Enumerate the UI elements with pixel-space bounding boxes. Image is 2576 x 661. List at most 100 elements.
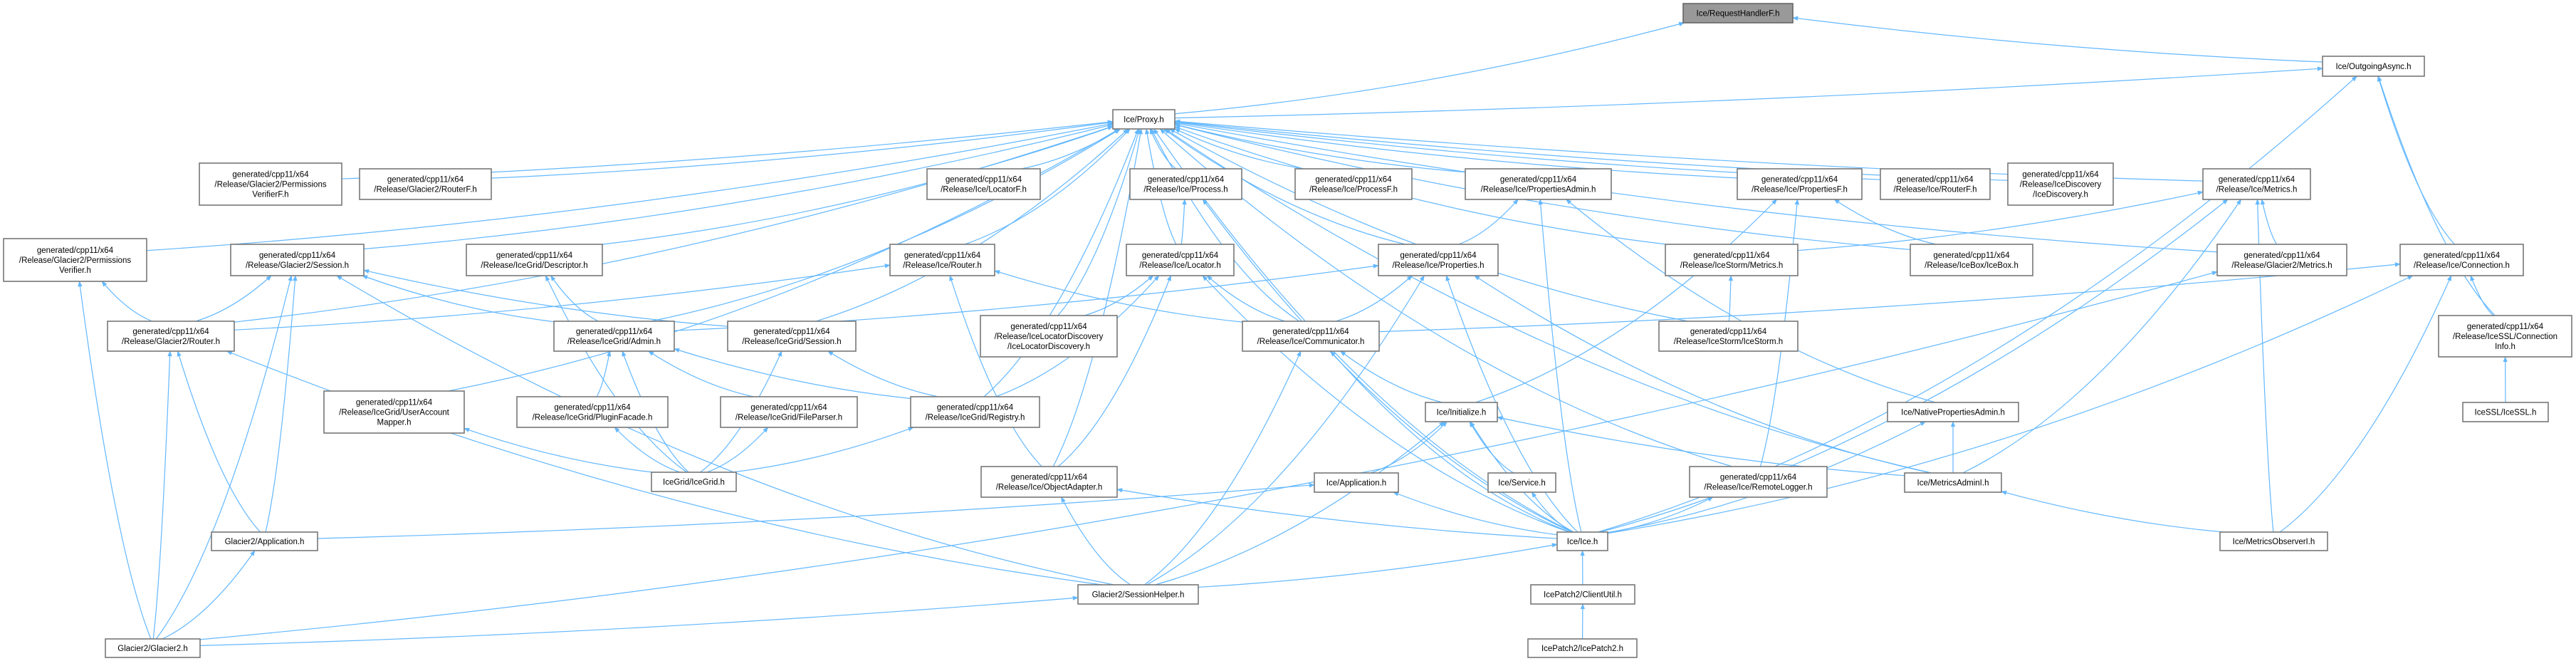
node-reqh[interactable]: Ice/RequestHandlerF.h bbox=[1682, 3, 1794, 24]
node-metricsadmin[interactable]: Ice/MetricsAdminI.h bbox=[1904, 472, 2002, 493]
node-g2router[interactable]: generated/cpp11/x64/Release/Glacier2/Rou… bbox=[107, 321, 235, 352]
node-pv[interactable]: generated/cpp11/x64/Release/Glacier2/Per… bbox=[3, 238, 147, 282]
edge-metricsadmin-to-metrics bbox=[1962, 199, 2242, 474]
edge-g2metrics-to-proxy bbox=[1174, 122, 2218, 253]
node-iceh[interactable]: Ice/Ice.h bbox=[1556, 531, 1608, 551]
node-communicator[interactable]: generated/cpp11/x64/Release/Ice/Communic… bbox=[1242, 321, 1380, 352]
node-label: /Release/IceGrid/Session.h bbox=[742, 338, 841, 346]
node-box bbox=[1737, 168, 1863, 200]
node-box bbox=[1465, 168, 1612, 200]
edge-properties-to-proxy bbox=[1163, 128, 1406, 245]
node-label: /Release/Ice/Properties.h bbox=[1392, 261, 1484, 270]
node-label: /Release/IceGrid/PluginFacade.h bbox=[533, 414, 653, 422]
node-label: /Release/Ice/ProcessF.h bbox=[1309, 186, 1398, 194]
edge-communicator-to-properties bbox=[1335, 275, 1413, 322]
node-metricsobs[interactable]: Ice/MetricsObserverI.h bbox=[2219, 531, 2328, 551]
node-g2session[interactable]: generated/cpp11/x64/Release/Glacier2/Ses… bbox=[230, 244, 365, 276]
edge-icestorm-to-proxy bbox=[1169, 128, 1688, 322]
nodes-layer: Ice/RequestHandlerF.hIce/OutgoingAsync.h… bbox=[3, 3, 2572, 658]
node-nativepa[interactable]: Ice/NativePropertiesAdmin.h bbox=[1887, 402, 2019, 422]
node-service[interactable]: Ice/Service.h bbox=[1487, 472, 1556, 493]
node-connection[interactable]: generated/cpp11/x64/Release/Ice/Connecti… bbox=[2399, 244, 2524, 276]
edge-g2app-to-g2session bbox=[265, 275, 298, 533]
node-propadmin[interactable]: generated/cpp11/x64/Release/Ice/Properti… bbox=[1465, 168, 1612, 200]
edge-g2h-to-sessionhelper bbox=[199, 595, 1079, 646]
node-box bbox=[199, 162, 342, 206]
node-fileparser[interactable]: generated/cpp11/x64/Release/IceGrid/File… bbox=[720, 396, 858, 428]
node-process[interactable]: generated/cpp11/x64/Release/Ice/Process.… bbox=[1129, 168, 1242, 200]
node-locdisc[interactable]: generated/cpp11/x64/Release/IceLocatorDi… bbox=[980, 315, 1118, 358]
node-label: /Release/Ice/Locator.h bbox=[1139, 261, 1220, 270]
node-label: generated/cpp11/x64 bbox=[1690, 328, 1767, 336]
node-icestorm[interactable]: generated/cpp11/x64/Release/IceStorm/Ice… bbox=[1658, 321, 1799, 352]
node-icediscovery[interactable]: generated/cpp11/x64/Release/IceDiscovery… bbox=[2007, 162, 2114, 206]
node-label: generated/cpp11/x64 bbox=[2467, 323, 2544, 331]
node-box bbox=[727, 321, 857, 352]
node-g2h[interactable]: Glacier2/Glacier2.h bbox=[105, 638, 201, 658]
edge-objadapter-to-proxy bbox=[1052, 128, 1143, 467]
node-icebox[interactable]: generated/cpp11/x64/Release/IceBox/IceBo… bbox=[1910, 244, 2033, 276]
node-routerf[interactable]: generated/cpp11/x64/Release/Ice/RouterF.… bbox=[1880, 168, 1991, 200]
node-remotelogger[interactable]: generated/cpp11/x64/Release/Ice/RemoteLo… bbox=[1689, 466, 1828, 498]
node-initialize[interactable]: Ice/Initialize.h bbox=[1425, 402, 1498, 422]
node-label: /Release/Ice/Communicator.h bbox=[1257, 338, 1365, 346]
edge-sessionhelper-to-g2router bbox=[226, 350, 1102, 585]
node-g2app[interactable]: Glacier2/Application.h bbox=[211, 531, 318, 551]
node-label: generated/cpp11/x64 bbox=[356, 399, 433, 407]
node-metrics[interactable]: generated/cpp11/x64/Release/Ice/Metrics.… bbox=[2202, 168, 2311, 200]
node-g2routerf[interactable]: generated/cpp11/x64/Release/Glacier2/Rou… bbox=[359, 168, 492, 200]
node-label: generated/cpp11/x64 bbox=[1142, 251, 1219, 260]
node-icessl[interactable]: IceSSL/IceSSL.h bbox=[2462, 402, 2549, 422]
node-label: /Release/IceStorm/Metrics.h bbox=[1680, 261, 1783, 270]
node-icerouter[interactable]: generated/cpp11/x64/Release/Ice/Router.h bbox=[889, 244, 995, 276]
node-label: IcePatch2/ClientUtil.h bbox=[1544, 591, 1622, 600]
node-outasync[interactable]: Ice/OutgoingAsync.h bbox=[2322, 56, 2425, 77]
node-label: /Release/Ice/RemoteLogger.h bbox=[1704, 484, 1812, 492]
node-objadapter[interactable]: generated/cpp11/x64/Release/Ice/ObjectAd… bbox=[980, 466, 1118, 498]
node-label: Ice/Ice.h bbox=[1567, 538, 1598, 546]
node-label: generated/cpp11/x64 bbox=[232, 171, 309, 179]
node-proxy[interactable]: Ice/Proxy.h bbox=[1112, 109, 1176, 130]
edge-g2h-to-g2session bbox=[155, 275, 293, 640]
edge-g2routerf-to-proxy bbox=[491, 120, 1114, 179]
node-uam[interactable]: generated/cpp11/x64/Release/IceGrid/User… bbox=[323, 390, 465, 434]
edge-metricsadmin-to-initialize bbox=[1497, 416, 1905, 477]
node-descriptor[interactable]: generated/cpp11/x64/Release/IceGrid/Desc… bbox=[466, 244, 603, 276]
edge-iceh-to-process bbox=[1202, 199, 1573, 533]
node-box bbox=[1910, 244, 2033, 276]
node-icepatch2[interactable]: IcePatch2/IcePatch2.h bbox=[1527, 638, 1638, 658]
node-label: generated/cpp11/x64 bbox=[1272, 328, 1349, 336]
node-box bbox=[230, 244, 365, 276]
edge-g2h-to-pv bbox=[78, 281, 152, 640]
node-label: generated/cpp11/x64 bbox=[904, 251, 981, 260]
node-gridsession[interactable]: generated/cpp11/x64/Release/IceGrid/Sess… bbox=[727, 321, 857, 352]
node-g2metrics[interactable]: generated/cpp11/x64/Release/Glacier2/Met… bbox=[2216, 244, 2347, 276]
node-plugin[interactable]: generated/cpp11/x64/Release/IceGrid/Plug… bbox=[516, 396, 669, 428]
node-registry[interactable]: generated/cpp11/x64/Release/IceGrid/Regi… bbox=[910, 396, 1040, 428]
node-label: /Release/Glacier2/Session.h bbox=[246, 261, 349, 270]
node-propertiesf[interactable]: generated/cpp11/x64/Release/Ice/Properti… bbox=[1737, 168, 1863, 200]
node-properties[interactable]: generated/cpp11/x64/Release/Ice/Properti… bbox=[1378, 244, 1499, 276]
edge-icebox-to-propertiesf bbox=[1833, 199, 1937, 245]
node-pvf[interactable]: generated/cpp11/x64/Release/Glacier2/Per… bbox=[199, 162, 342, 206]
node-iceapp[interactable]: Ice/Application.h bbox=[1314, 472, 1399, 493]
edge-metricsobs-to-connection bbox=[2279, 275, 2452, 533]
node-stormmetrics[interactable]: generated/cpp11/x64/Release/IceStorm/Met… bbox=[1665, 244, 1799, 276]
node-label: /Release/Glacier2/Metrics.h bbox=[2231, 261, 2332, 270]
node-label: /Release/IceSSL/Connection bbox=[2453, 333, 2557, 341]
node-icegrid[interactable]: IceGrid/IceGrid.h bbox=[651, 472, 737, 492]
node-label: /Release/Ice/ObjectAdapter.h bbox=[996, 484, 1103, 492]
node-locatorf[interactable]: generated/cpp11/x64/Release/Ice/LocatorF… bbox=[926, 168, 1041, 200]
node-admin[interactable]: generated/cpp11/x64/Release/IceGrid/Admi… bbox=[553, 321, 675, 352]
node-conninfo[interactable]: generated/cpp11/x64/Release/IceSSL/Conne… bbox=[2438, 315, 2572, 358]
node-label: generated/cpp11/x64 bbox=[1400, 251, 1477, 260]
node-sessionhelper[interactable]: Glacier2/SessionHelper.h bbox=[1077, 584, 1199, 605]
node-locator[interactable]: generated/cpp11/x64/Release/Ice/Locator.… bbox=[1126, 244, 1235, 276]
edge-objadapter-to-locator bbox=[1057, 275, 1172, 467]
node-box bbox=[1527, 638, 1638, 658]
node-processf[interactable]: generated/cpp11/x64/Release/Ice/ProcessF… bbox=[1294, 168, 1413, 200]
node-box bbox=[1682, 3, 1794, 24]
node-label: /Release/Ice/Connection.h bbox=[2414, 261, 2510, 270]
node-box bbox=[980, 466, 1118, 498]
node-clientutil[interactable]: IcePatch2/ClientUtil.h bbox=[1530, 584, 1635, 605]
